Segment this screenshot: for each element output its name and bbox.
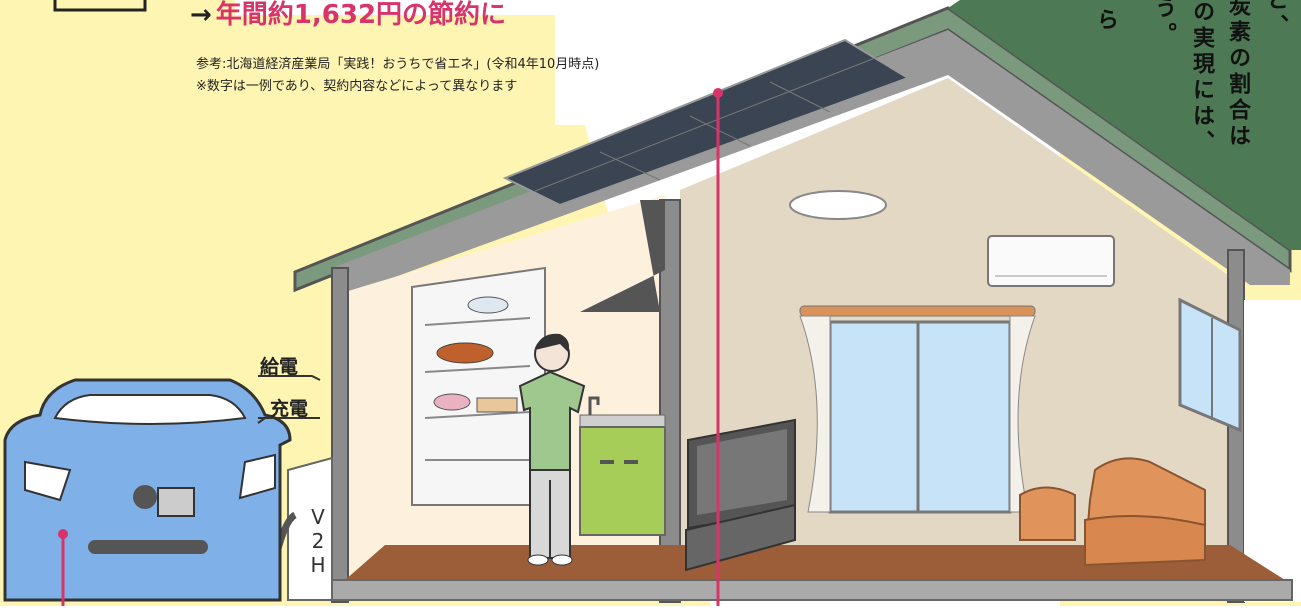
left-wall-frame [331,267,349,603]
roof-right-slope [948,0,1301,250]
solar-panel [502,38,911,207]
vertical-text-2: 炭素の割合は [1225,0,1250,150]
saving-note: →年間約1,632円の節約に [190,0,506,31]
person [518,333,586,566]
electric-car [3,378,292,602]
v2h-text: V2H [306,505,330,577]
header-box-fragment [53,0,147,12]
v2h-label: V2H [305,505,330,583]
kitchen-counter [579,396,666,536]
charge-label: 充電 [270,398,309,420]
shelf-unit [411,266,546,506]
air-conditioner [987,235,1115,287]
living-window [799,305,1036,514]
vertical-text-5: ら [1093,8,1118,34]
sofa [1019,457,1206,567]
ceiling-light [789,190,887,220]
arrow-icon: → [190,0,212,30]
vertical-text-4: う。 [1151,0,1176,48]
right-exterior-wall [1244,300,1301,602]
side-window [1178,297,1242,433]
vertical-text-1: と、 [1263,0,1288,40]
supply-label: 給電 [260,356,299,378]
vertical-text-3: の実現には、 [1189,0,1214,156]
range-hood [580,200,665,312]
foundation [331,579,1293,601]
solar-pointer-dot [713,88,723,98]
reference-disclaimer: ※数字は一例であり、契約内容などによって異なります [196,79,518,94]
saving-amount: 年間約1,632円の節約に [215,0,507,30]
v2h-unit [287,456,333,601]
reference-source: 参考:北海道経済産業局「実践！おうちで省エネ」(令和4年10月時点) [196,57,600,72]
charge-arrow-head [257,417,266,424]
supply-arrow [258,375,321,381]
floor [345,545,1285,580]
